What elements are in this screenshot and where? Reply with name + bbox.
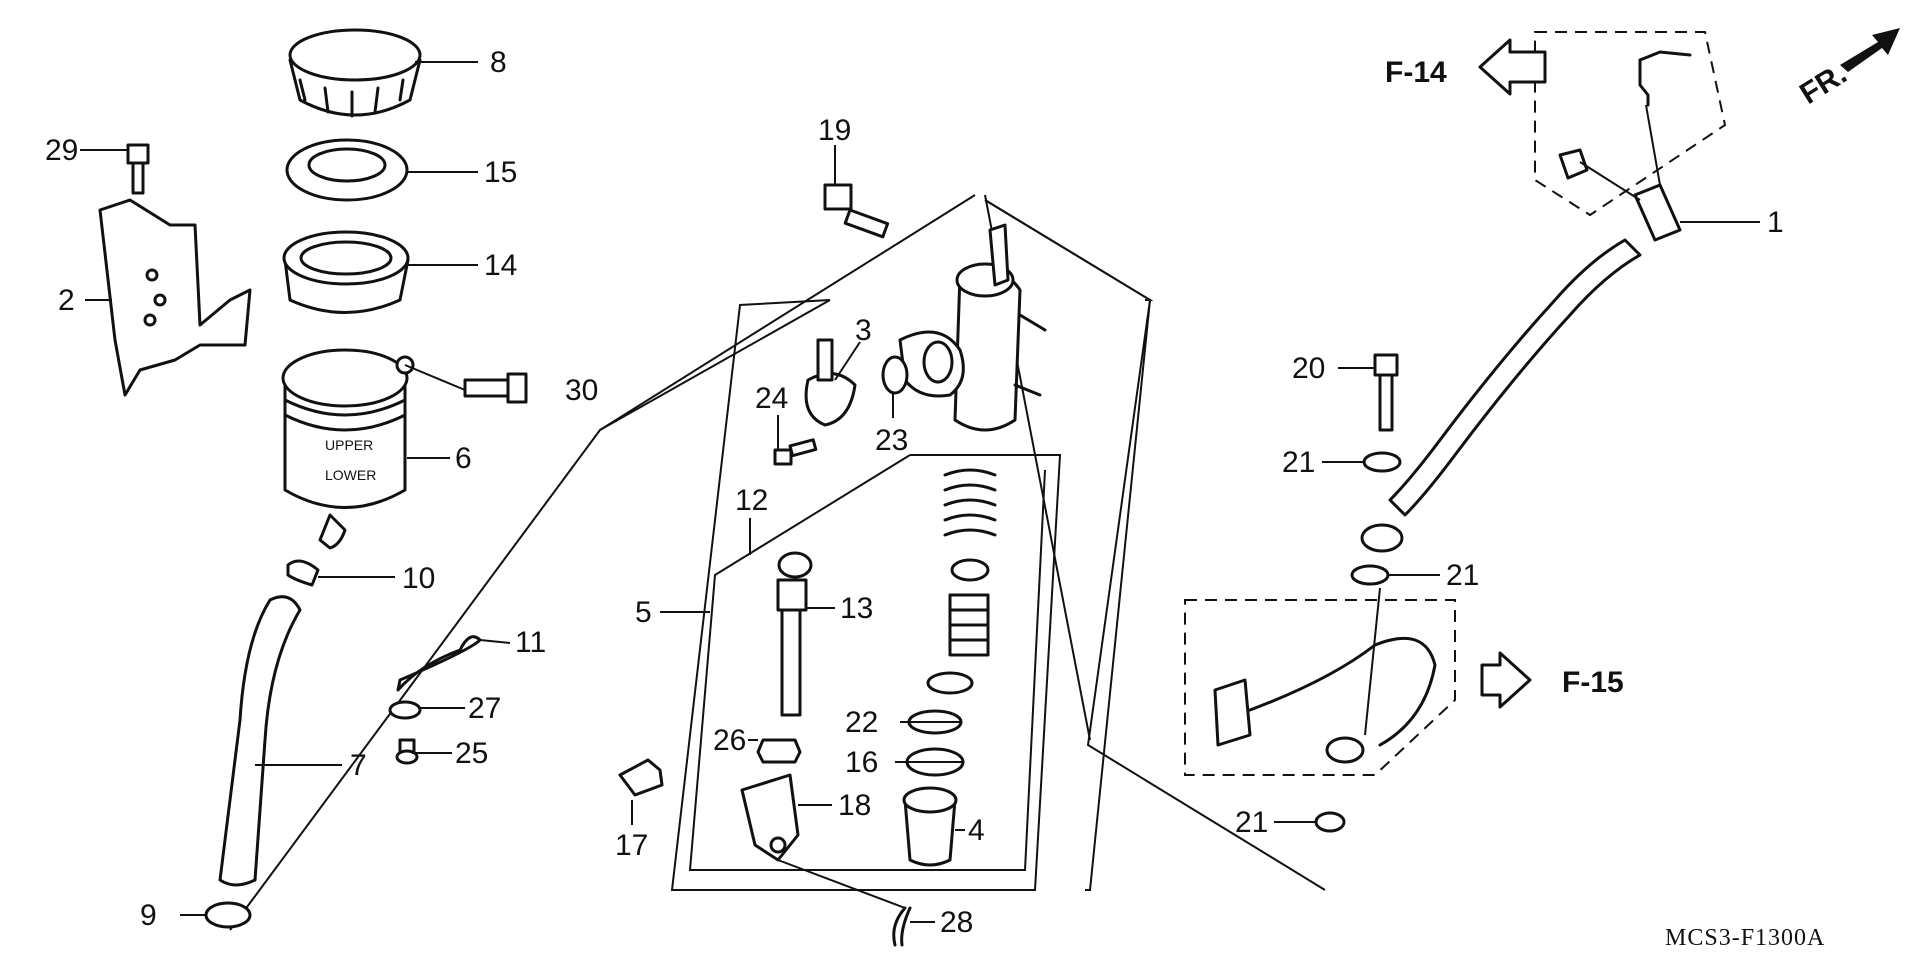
ref-f14: F-14: [1385, 56, 1447, 89]
callout-2: 2: [58, 284, 75, 317]
screw-24: [773, 438, 818, 466]
f15-arrow-icon: [1480, 651, 1532, 709]
callout-16: 16: [845, 746, 878, 779]
callout-4: 4: [968, 814, 985, 847]
callout-6: 6: [455, 442, 472, 475]
pipe-f14: [1558, 50, 1692, 180]
callout-10: 10: [402, 562, 435, 595]
callout-18: 18: [838, 789, 871, 822]
callout-23: 23: [875, 424, 908, 457]
hose-f15: [1213, 636, 1437, 764]
joint-3: [804, 338, 857, 427]
callout-17: 17: [615, 829, 648, 862]
callout-15: 15: [484, 156, 517, 189]
callout-9: 9: [140, 899, 157, 932]
reservoir-tank: UPPER LOWER: [281, 348, 415, 550]
leader-lines: [80, 61, 1760, 923]
nut-26: [756, 738, 802, 764]
diagram-code: MCS3-F1300A: [1665, 925, 1825, 951]
oring-23: [881, 355, 909, 395]
bolt-29: [126, 143, 150, 195]
bolt-20: [1373, 353, 1399, 432]
reservoir-cap: [288, 28, 422, 118]
callout-21b: 21: [1446, 559, 1479, 592]
callout-1: 1: [1767, 206, 1784, 239]
callout-3: 3: [855, 314, 872, 347]
callout-11: 11: [515, 626, 546, 659]
callout-19: 19: [818, 114, 851, 147]
callout-13: 13: [840, 592, 873, 625]
callout-24: 24: [755, 382, 788, 415]
callout-28: 28: [940, 906, 973, 939]
stay-bracket: [98, 198, 252, 397]
cotter-pin-28: [892, 906, 912, 947]
pin-17: [618, 758, 664, 797]
brake-hose-1: [1360, 183, 1682, 553]
assembly-outlines: [229, 31, 1727, 931]
callout-22: 22: [845, 706, 878, 739]
diaphragm-plate: [285, 138, 409, 202]
small-parts-11-27-25: [388, 635, 482, 765]
callout-21a: 21: [1282, 446, 1315, 479]
callout-21c: 21: [1235, 806, 1268, 839]
push-rod-13: [776, 551, 813, 717]
callout-numbers: 1 2 3 4 5 6 7 8 9 10 11 12 13 14 15 16 1…: [45, 46, 1784, 939]
callout-27: 27: [468, 692, 501, 725]
callout-30: 30: [565, 374, 598, 407]
callout-5: 5: [635, 596, 652, 629]
callout-12: 12: [735, 484, 768, 517]
piston-spring-stack: [926, 468, 997, 695]
callout-8: 8: [490, 46, 507, 79]
reservoir-hose: [218, 595, 302, 887]
hose-clip-lower: [204, 901, 252, 929]
bolt-30: [463, 372, 528, 404]
callout-29: 29: [45, 134, 78, 167]
callout-20: 20: [1292, 352, 1325, 385]
bolt-19: [823, 183, 890, 239]
callout-26: 26: [713, 724, 746, 757]
clevis-18: [740, 773, 800, 862]
f14-arrow-icon: [1478, 38, 1547, 96]
diaphragm: [282, 230, 410, 314]
washer-21-b: [1350, 564, 1390, 586]
callout-25: 25: [455, 737, 488, 770]
hose-clip-upper: [286, 559, 320, 587]
ref-f15: F-15: [1562, 666, 1624, 699]
callout-14: 14: [484, 249, 517, 282]
washer-21-c: [1314, 811, 1346, 833]
lower-mark: LOWER: [325, 467, 376, 483]
washer-21-a: [1362, 451, 1402, 473]
upper-mark: UPPER: [325, 437, 373, 453]
master-cylinder-body: [898, 223, 1047, 432]
boot-4: [902, 786, 958, 867]
callout-7: 7: [350, 749, 367, 782]
front-arrow-icon: [1840, 28, 1900, 72]
